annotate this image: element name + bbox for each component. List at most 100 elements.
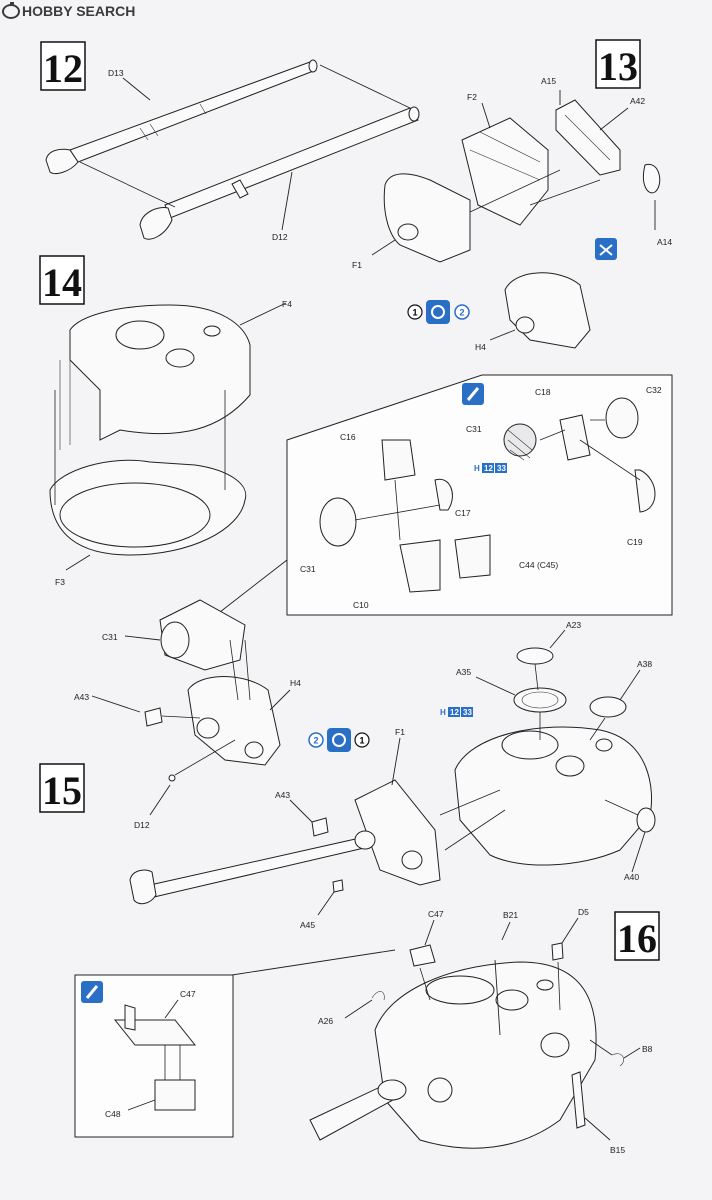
label-f1-15: F1 xyxy=(395,727,405,737)
part-a14 xyxy=(642,163,661,194)
turret-body-15 xyxy=(454,726,653,866)
gun-barrel xyxy=(149,837,365,898)
svg-text:33: 33 xyxy=(463,708,472,717)
svg-text:33: 33 xyxy=(497,464,506,473)
step-13: 13 F2 A15 A42 A14 F1 1 xyxy=(352,39,672,352)
watermark-brand: HOBBY SEARCH xyxy=(22,3,136,19)
shroud-f1 xyxy=(383,173,471,263)
label-a40: A40 xyxy=(624,872,639,882)
label-f4: F4 xyxy=(282,299,292,309)
label-f2: F2 xyxy=(467,92,477,102)
label-a43: A43 xyxy=(74,692,89,702)
label-a38: A38 xyxy=(637,659,652,669)
part-c44 xyxy=(454,534,491,579)
part-c19 xyxy=(634,469,656,513)
step-16: 16 C47 B21 D5 A26 B8 B15 xyxy=(74,907,660,1155)
label-d12: D12 xyxy=(272,232,288,242)
order-1: 1 xyxy=(412,308,417,318)
svg-text:H: H xyxy=(440,708,446,717)
order-2: 2 xyxy=(459,308,464,318)
label-c47-inset: C47 xyxy=(180,989,196,999)
label-c48: C48 xyxy=(105,1109,121,1119)
pin-a43 xyxy=(144,707,163,727)
no-glue-icon xyxy=(595,238,617,260)
step-15: 15 C31 H4 A43 D12 2 1 xyxy=(39,599,656,930)
part-a45 xyxy=(332,879,344,893)
rotate-icon-15 xyxy=(327,728,351,752)
part-b8 xyxy=(611,1053,624,1067)
step-12-number: 12 xyxy=(43,46,83,91)
label-c18: C18 xyxy=(535,387,551,397)
label-f3: F3 xyxy=(55,577,65,587)
svg-text:12: 12 xyxy=(450,708,459,717)
pin-a43-second xyxy=(311,817,329,837)
step-14: 14 F4 F3 H 12 33 xyxy=(39,255,673,616)
part-c48 xyxy=(154,1079,196,1111)
svg-text:2: 2 xyxy=(313,736,318,746)
part-a38 xyxy=(589,696,627,718)
label-d13: D13 xyxy=(108,68,124,78)
hatch-a23 xyxy=(516,647,554,665)
part-c17 xyxy=(434,478,453,511)
paint-code-a35: H 12 33 xyxy=(440,707,473,717)
part-h4 xyxy=(504,272,591,349)
label-a14: A14 xyxy=(657,237,672,247)
label-d12-15: D12 xyxy=(134,820,150,830)
part-a40 xyxy=(636,807,656,833)
turret-final xyxy=(374,961,597,1149)
part-d5 xyxy=(551,942,564,961)
label-a43-second: A43 xyxy=(275,790,290,800)
label-h4: H4 xyxy=(475,342,486,352)
part-c10 xyxy=(399,539,441,593)
label-b15: B15 xyxy=(610,1145,625,1155)
label-d5: D5 xyxy=(578,907,589,917)
hobby-search-watermark: HOBBY SEARCH xyxy=(2,1,136,20)
label-a15: A15 xyxy=(541,76,556,86)
label-c32: C32 xyxy=(646,385,662,395)
order-marker-2-to-1: 2 1 xyxy=(308,728,370,752)
part-c47 xyxy=(409,944,436,967)
arrow-muzzle xyxy=(319,64,411,109)
paint-code-h12-h33: H 12 33 xyxy=(474,463,507,473)
label-c19: C19 xyxy=(627,537,643,547)
step-14-number: 14 xyxy=(42,260,82,305)
label-a26: A26 xyxy=(318,1016,333,1026)
part-a26 xyxy=(371,991,385,1001)
label-h4-15: H4 xyxy=(290,678,301,688)
label-a45: A45 xyxy=(300,920,315,930)
label-a35: A35 xyxy=(456,667,471,677)
label-c17: C17 xyxy=(455,508,471,518)
step-16-number: 16 xyxy=(617,916,657,961)
rotate-icon xyxy=(426,300,450,324)
label-c47: C47 xyxy=(428,909,444,919)
order-marker-1-to-2: 1 2 xyxy=(407,300,470,324)
label-c16: C16 xyxy=(340,432,356,442)
step-12: 12 D13 D12 xyxy=(40,41,420,242)
mantlet-f2 xyxy=(461,117,549,226)
label-c31-assembly: C31 xyxy=(102,632,118,642)
svg-text:12: 12 xyxy=(484,464,493,473)
arrow-d13-d12 xyxy=(79,161,176,208)
label-c31-inset: C31 xyxy=(466,424,482,434)
svg-text:1: 1 xyxy=(359,736,364,746)
label-a23: A23 xyxy=(566,620,581,630)
label-f1: F1 xyxy=(352,260,362,270)
part-c18 xyxy=(559,414,591,461)
part-c32 xyxy=(605,397,639,439)
paint-brush-icon-16 xyxy=(81,981,103,1003)
part-d12-small xyxy=(168,774,176,782)
part-c31-periscope xyxy=(319,497,357,547)
label-b21: B21 xyxy=(503,910,518,920)
step-15-number: 15 xyxy=(42,768,82,813)
part-b15 xyxy=(571,1071,586,1129)
label-c44: C44 (C45) xyxy=(519,560,558,570)
gun-mount-a15 xyxy=(555,99,621,176)
turret-f4 xyxy=(69,304,251,441)
hobby-search-logo-icon xyxy=(2,1,20,19)
label-c10: C10 xyxy=(353,600,369,610)
step-13-number: 13 xyxy=(598,44,638,89)
part-c16 xyxy=(381,439,416,481)
svg-text:H: H xyxy=(474,464,480,473)
label-c31-second: C31 xyxy=(300,564,316,574)
